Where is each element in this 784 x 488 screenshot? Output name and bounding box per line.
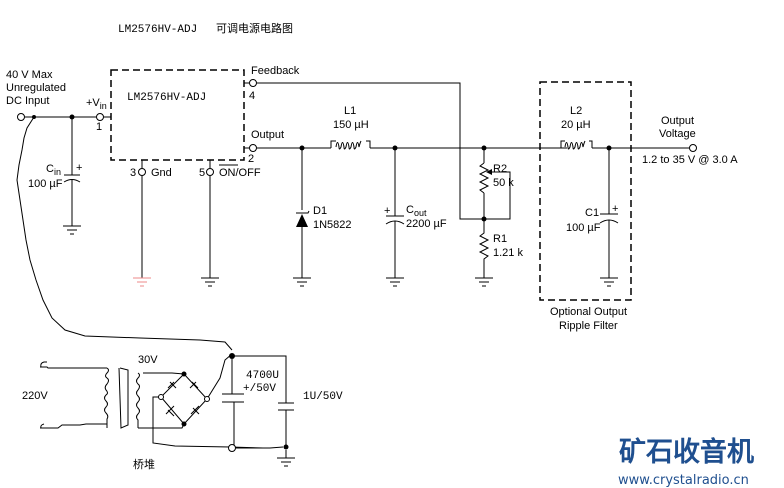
output-label-1: Output [661,115,694,127]
mains-bottom-wire [40,423,107,429]
ground-icon [63,225,81,235]
pin4-label: 4 [249,90,255,102]
ground-icon [475,277,493,287]
filter-label-2: Ripple Filter [559,320,618,332]
cap-big-line2: +/50V [243,383,276,395]
output-spec: 1.2 to 35 V @ 3.0 A [642,154,738,166]
ground-icon [133,277,151,287]
resistor-icon [478,219,490,278]
gnd-label: Gnd [151,167,172,179]
r1-name: R1 [493,233,507,245]
r2-value: 50 k [493,177,514,189]
bridge-label: 桥堆 [133,458,155,471]
ground-icon [201,277,219,287]
output-label-2: Voltage [659,128,696,140]
l2-name: L2 [570,105,582,117]
diode-icon [296,210,310,227]
cin-name: Cin [46,163,61,177]
c1-name: C1 [585,207,599,219]
input-label-2: Unregulated [6,82,66,94]
input-terminal [17,113,25,121]
supply-wire [16,116,233,351]
input-label-1: 40 V Max [6,69,53,81]
l1-name: L1 [344,105,356,117]
vin-pin [96,113,104,121]
cout-polarity: + [384,205,390,217]
feedback-pin [249,79,257,87]
output-label: Output [251,129,284,141]
title-part: LM2576HV-ADJ [118,24,197,36]
r2-name: R2 [493,163,507,175]
d1-name: D1 [313,205,327,217]
d1-value: 1N5822 [313,219,352,231]
cout-name: Cout [406,204,427,218]
cap-small-label: 1U/50V [303,391,343,403]
capacitor-icon [222,353,295,467]
onoff-label: ON/OFF [219,167,261,179]
mains-label: 220V [22,390,48,402]
vin-label: +Vin [86,97,107,111]
c1-value: 100 µF [566,222,601,234]
r2-wire-bottom [483,192,511,220]
bridge-rectifier-icon [138,353,264,449]
pin2-label: 2 [248,153,254,165]
ground-icon [293,277,311,287]
ripple-filter-box [539,81,632,301]
c1-polarity: + [612,203,618,215]
mains-top-wire [40,361,107,369]
watermark-brand: 矿石收音机 [619,436,754,468]
ic-name: LM2576HV-ADJ [127,92,206,104]
feedback-wire [244,82,483,220]
inductor-icon [330,140,371,150]
title-chinese: 可调电源电路图 [216,21,293,35]
pin3-gnd [138,168,146,176]
r1-value: 1.21 k [493,247,523,259]
pin3-label: 3 [130,167,136,179]
input-label-3: DC Input [6,95,49,107]
feedback-label: Feedback [251,65,300,77]
potentiometer-icon [478,162,511,194]
cin-value: 100 µF [28,178,63,190]
cin-plate-bottom [63,179,81,183]
l1-value: 150 µH [333,119,369,131]
filter-label-1: Optional Output [550,306,627,318]
output-terminal [689,144,697,152]
pin1-label: 1 [96,121,102,133]
ground-icon [600,277,618,287]
output-pin [249,144,257,152]
watermark-url: www.crystalradio.cn [618,473,749,488]
l2-value: 20 µH [561,119,591,131]
pin5-onoff [206,168,214,176]
ic-body [110,69,245,161]
ground-icon [386,277,404,287]
cap-big-line1: 4700U [246,370,279,382]
pin5-label: 5 [199,167,205,179]
cin-polarity: + [76,162,82,174]
transformer-icon [104,367,140,429]
cout-value: 2200 µF [406,218,447,230]
inductor-icon [560,140,593,150]
secondary-label: 30V [138,354,158,366]
